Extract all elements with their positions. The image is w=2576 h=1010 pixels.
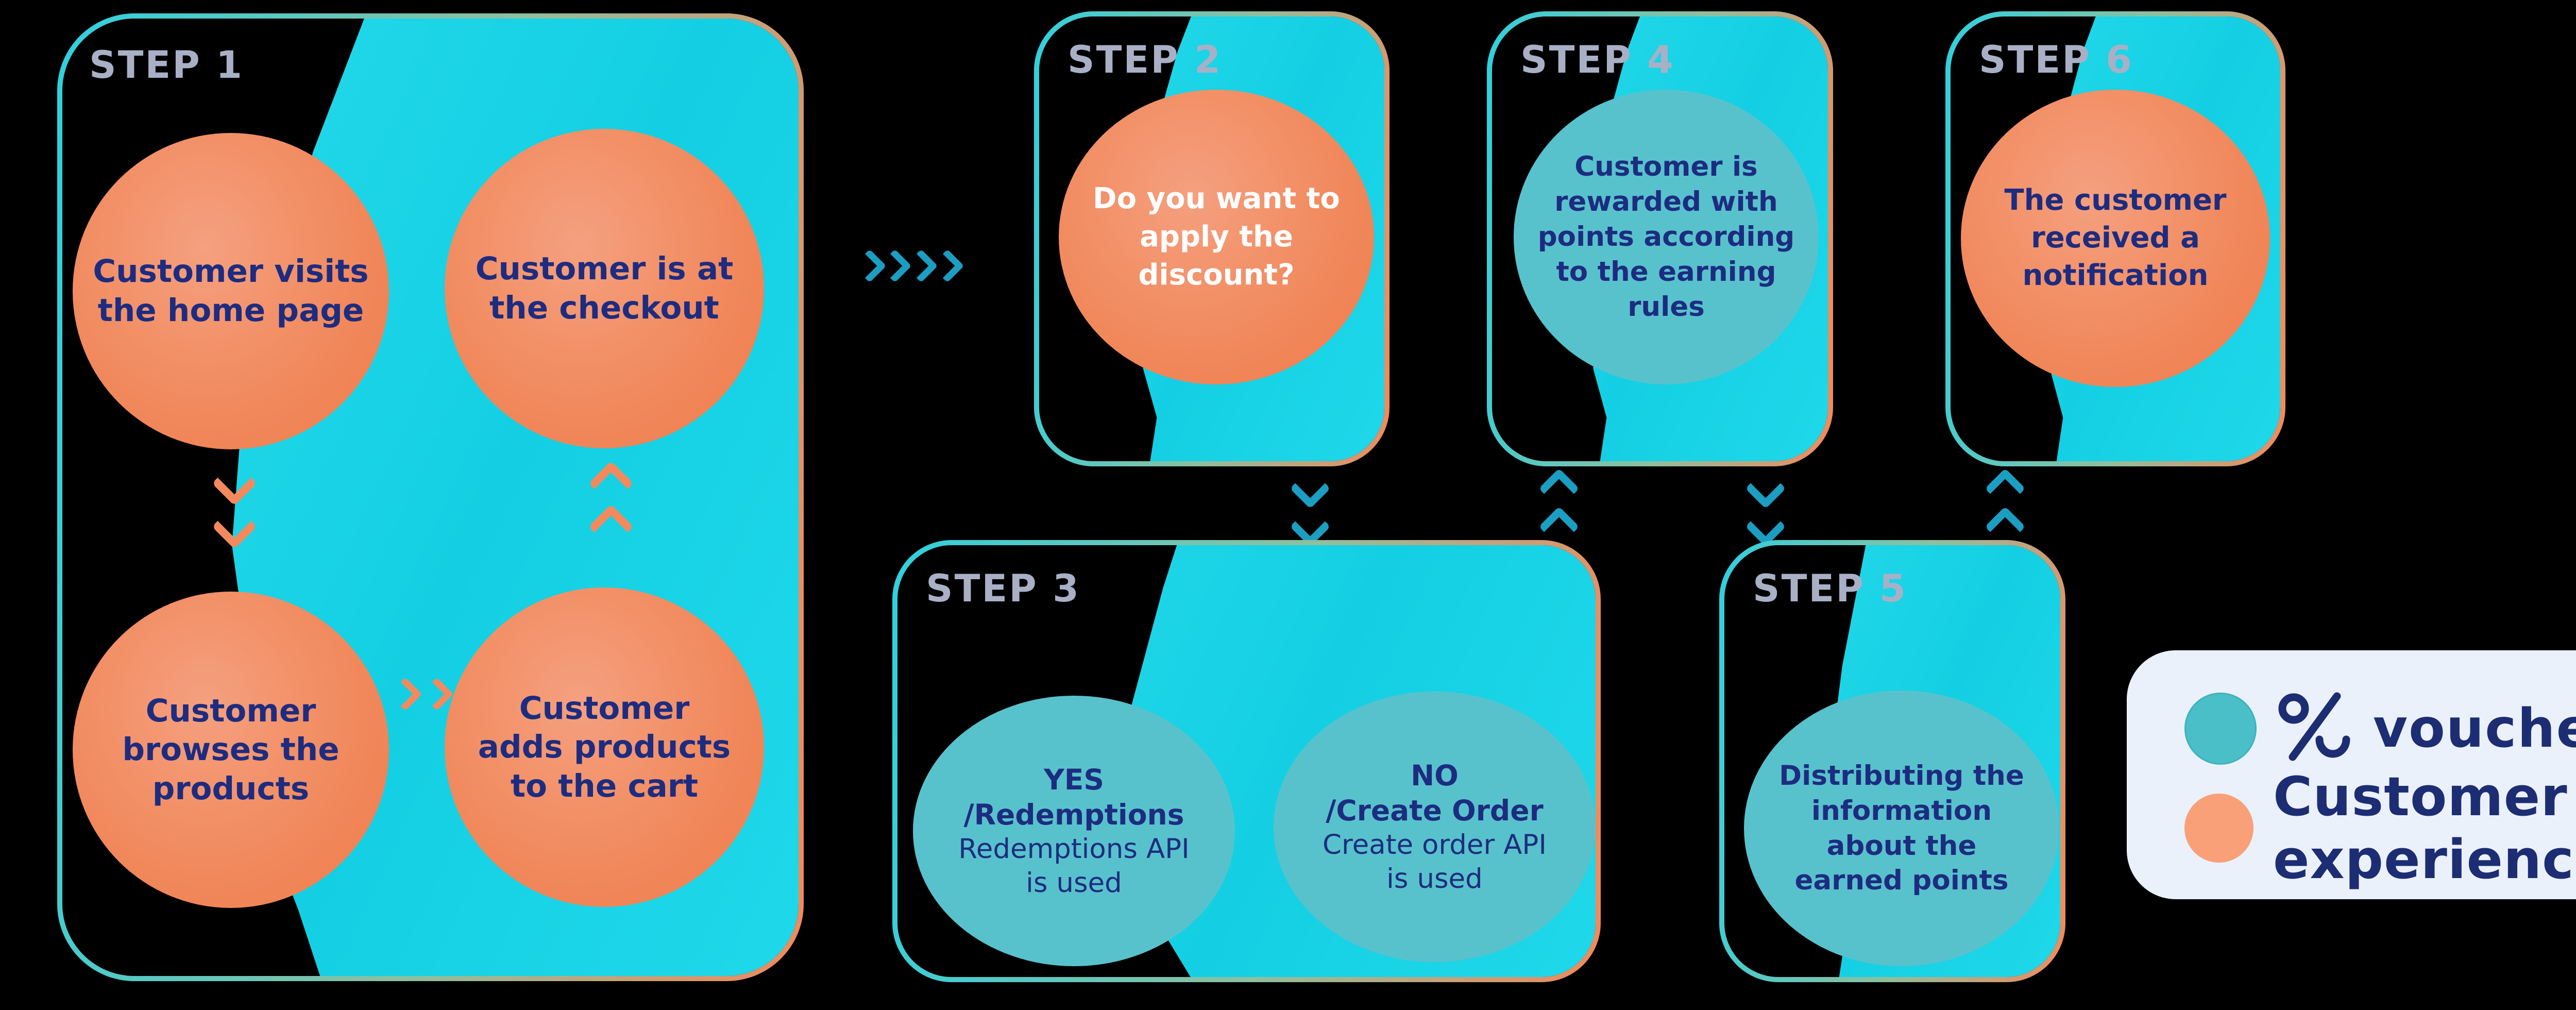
percent-icon: [2276, 690, 2353, 767]
circle-apply-discount-question: Do you want to apply the discount?: [1059, 90, 1374, 384]
circle-text: Customer is at the checkout: [475, 250, 734, 326]
step-2-label: STEP 2: [1067, 38, 1222, 82]
step-4-label: STEP 4: [1520, 38, 1675, 82]
circle-text: Do you want to apply the discount?: [1093, 182, 1340, 292]
circle-customer-received-notification: The customer received a notification: [1961, 90, 2270, 387]
circle-body: Redemptions API is used: [958, 833, 1190, 899]
voucherify-wordmark: voucherify: [2373, 698, 2576, 760]
customer-experience-label: Customer experience: [2273, 765, 2576, 891]
step-3-label: STEP 3: [926, 567, 1080, 611]
chevron-up-icon: [1985, 468, 2026, 509]
circle-body: Create order API is used: [1323, 829, 1547, 895]
step-4-panel: STEP 4 Customer is rewarded with points …: [1487, 11, 1833, 466]
circle-text: Customer visits the home page: [93, 253, 369, 329]
circle-title: YES /Redemptions: [963, 763, 1184, 831]
step-6-label: STEP 6: [1979, 38, 2133, 82]
circle-text: Customer browses the products: [122, 692, 340, 807]
circle-text: Customer adds products to the cart: [478, 689, 731, 804]
step-6-panel: STEP 6 The customer received a notificat…: [1945, 11, 2285, 466]
legend-panel: voucherify Customer experience: [2127, 650, 2576, 899]
step-3-panel: STEP 3 YES /Redemptions Redemptions API …: [892, 540, 1601, 982]
step-3-panel-background: STEP 3 YES /Redemptions Redemptions API …: [897, 545, 1596, 977]
chevron-down-icon: [1745, 468, 1786, 509]
step-1-label: STEP 1: [89, 43, 244, 87]
step-4-panel-background: STEP 4 Customer is rewarded with points …: [1492, 16, 1828, 461]
chevron-down-icon: [1290, 468, 1331, 509]
legend-row-voucherify: voucherify: [2184, 682, 2576, 775]
step-5-label: STEP 5: [1753, 567, 1907, 611]
step-1-panel-background: STEP 1 Customer visits the home page Cus…: [62, 19, 799, 976]
chevron-up-icon: [1538, 468, 1580, 509]
circle-customer-adds-to-cart: Customer adds products to the cart: [445, 587, 764, 907]
circle-customer-browses-products: Customer browses the products: [73, 592, 389, 908]
step-2-panel-background: STEP 2 Do you want to apply the discount…: [1039, 16, 1384, 461]
step-5-panel: STEP 5 Distributing the information abou…: [1719, 540, 2065, 982]
circle-title: NO /Create Order: [1326, 759, 1544, 827]
chevron-right-icon: [930, 249, 964, 283]
circle-no-create-order: NO /Create Order Create order API is use…: [1274, 692, 1596, 962]
voucherify-dot: [2184, 693, 2257, 765]
step-6-panel-background: STEP 6 The customer received a notificat…: [1951, 16, 2280, 461]
circle-customer-visits-home: Customer visits the home page: [73, 133, 389, 449]
customer-experience-dot: [2184, 794, 2253, 863]
step-1-panel: STEP 1 Customer visits the home page Cus…: [57, 13, 804, 981]
circle-text: Customer is rewarded with points accordi…: [1537, 151, 1795, 323]
circle-customer-at-checkout: Customer is at the checkout: [445, 129, 764, 448]
circle-distributing-information: Distributing the information about the e…: [1744, 691, 2059, 966]
step-5-panel-background: STEP 5 Distributing the information abou…: [1724, 545, 2060, 977]
circle-text: Distributing the information about the e…: [1779, 760, 2024, 897]
step-2-panel: STEP 2 Do you want to apply the discount…: [1034, 11, 1389, 466]
circle-text: The customer received a notification: [2004, 183, 2227, 292]
circle-rewarded-with-points: Customer is rewarded with points accordi…: [1514, 90, 1819, 384]
circle-yes-redemptions: YES /Redemptions Redemptions API is used: [913, 696, 1235, 966]
legend-row-customer-experience: Customer experience: [2184, 765, 2576, 891]
